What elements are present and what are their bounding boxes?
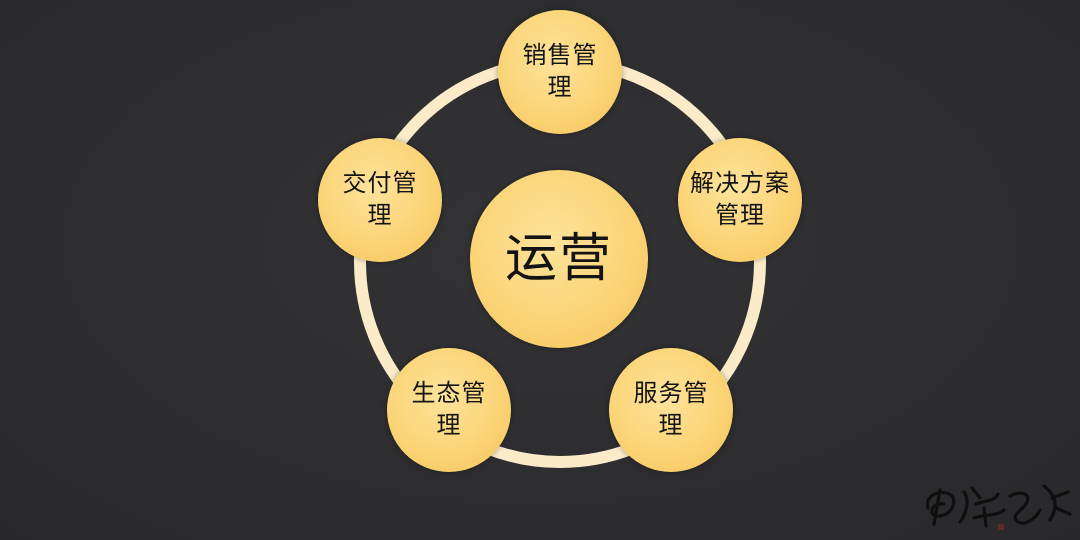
node-delivery-label: 交付管理: [342, 169, 418, 229]
seal-stamp-mark: [998, 524, 1004, 530]
node-sales-label: 销售管理: [522, 41, 598, 101]
node-service-management: 服务管理: [609, 348, 733, 472]
node-solution-label: 解决方案管理: [690, 169, 790, 229]
node-service-label: 服务管理: [633, 379, 709, 439]
node-sales-management: 销售管理: [498, 10, 622, 134]
node-delivery-management: 交付管理: [318, 138, 442, 262]
node-ecosystem-management: 生态管理: [387, 348, 511, 472]
center-node-label: 运营: [504, 228, 613, 289]
center-node-operations: 运营: [470, 170, 648, 348]
node-ecosystem-label: 生态管理: [411, 379, 487, 439]
node-solution-management: 解决方案管理: [678, 138, 802, 262]
calligraphy-signature-logo: [925, 484, 1072, 530]
